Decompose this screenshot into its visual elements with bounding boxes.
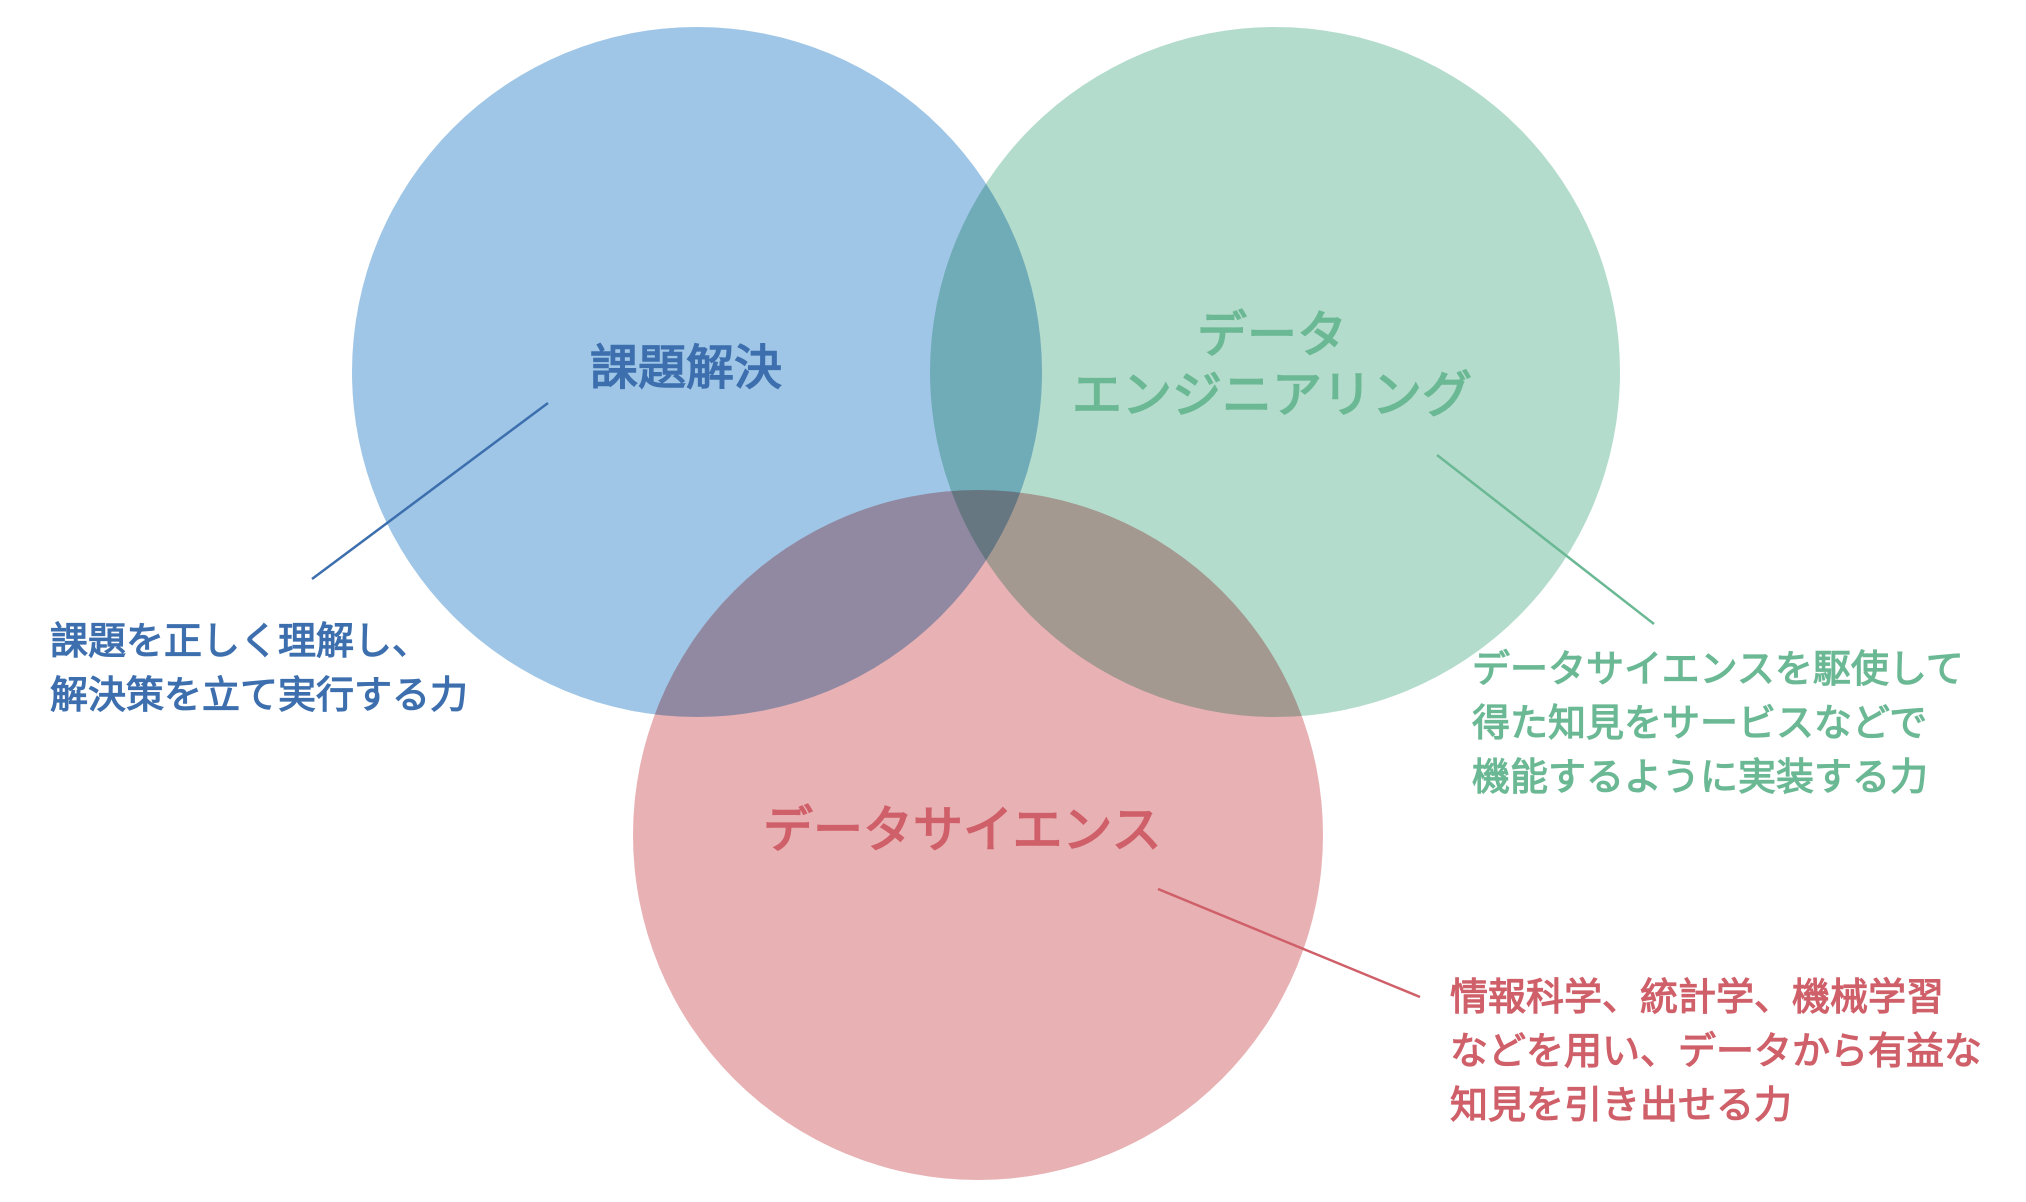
data-science-description-line-3: 知見を引き出せる力 — [1450, 1083, 1793, 1127]
data-engineering-description: データサイエンスを駆使して 得た知見をサービスなどで 機能するように実装する力 — [1472, 642, 1964, 804]
data-science-description: 情報科学、統計学、機械学習 などを用い、データから有益な 知見を引き出せる力 — [1450, 970, 1982, 1132]
data-engineering-title-line-2: エンジニアリング — [1072, 366, 1472, 424]
problem-solving-description-line-1: 課題を正しく理解し、 — [50, 619, 431, 663]
data-science-description-line-2: などを用い、データから有益な — [1450, 1029, 1983, 1073]
data-science-circle — [633, 490, 1323, 1180]
data-science-title: データサイエンス — [763, 801, 1162, 859]
problem-solving-title: 課題解決 — [590, 340, 783, 396]
data-engineering-description-line-1: データサイエンスを駆使して — [1472, 647, 1964, 691]
data-science-description-line-1: 情報科学、統計学、機械学習 — [1450, 975, 1945, 1019]
data-engineering-description-line-3: 機能するように実装する力 — [1472, 755, 1929, 799]
data-engineering-title-line-1: データ — [1197, 306, 1347, 364]
data-engineering-description-line-2: 得た知見をサービスなどで — [1472, 701, 1928, 745]
data-engineering-title: データ エンジニアリング — [1062, 305, 1482, 425]
problem-solving-description: 課題を正しく理解し、 解決策を立て実行する力 — [50, 614, 468, 722]
problem-solving-description-line-2: 解決策を立て実行する力 — [50, 673, 469, 717]
